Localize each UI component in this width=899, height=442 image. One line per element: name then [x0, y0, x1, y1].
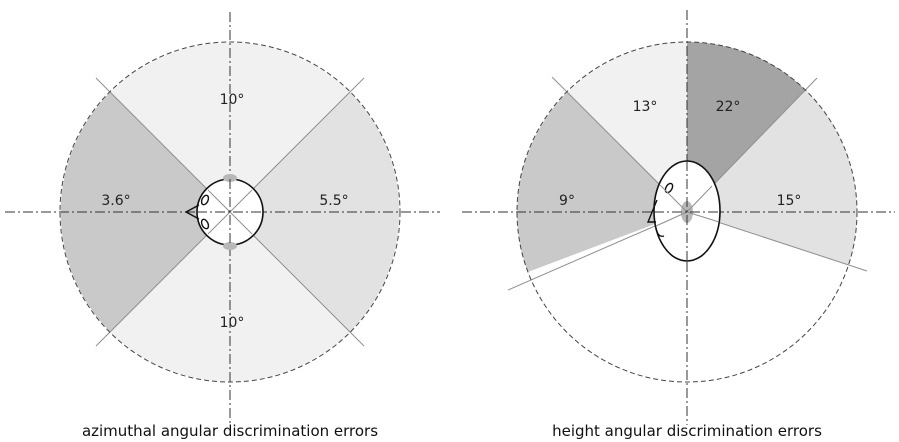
label-front: 3.6° — [101, 193, 130, 209]
mouth — [655, 227, 665, 237]
sector-unshaded — [527, 212, 849, 383]
eye — [200, 218, 210, 230]
ear — [223, 174, 237, 182]
eye — [664, 182, 674, 194]
height-diagram: 9° 13° 22° 15° height angular discrimina… — [462, 10, 895, 440]
height-caption: height angular discrimination errors — [552, 422, 822, 440]
label-bottom: 10° — [220, 315, 245, 331]
head-top-view — [184, 174, 264, 250]
label-top: 10° — [220, 92, 245, 108]
azimuthal-diagram: 3.6° 10° 5.5° 10° azimuthal angular disc… — [5, 12, 440, 440]
label-front: 9° — [559, 193, 575, 209]
eye — [200, 194, 210, 206]
azimuthal-caption: azimuthal angular discrimination errors — [82, 422, 378, 440]
sector-upper-back — [687, 41, 806, 212]
label-back: 5.5° — [319, 193, 348, 209]
sector-back — [687, 90, 858, 266]
label-back: 15° — [777, 193, 802, 209]
sector-upper-front — [567, 42, 687, 212]
nose — [184, 204, 200, 220]
label-upper-front: 13° — [633, 99, 658, 115]
head-side-view — [646, 160, 721, 262]
label-upper-back: 22° — [716, 99, 741, 115]
ear — [223, 242, 237, 250]
nose — [646, 199, 658, 223]
sector-front — [517, 92, 687, 273]
